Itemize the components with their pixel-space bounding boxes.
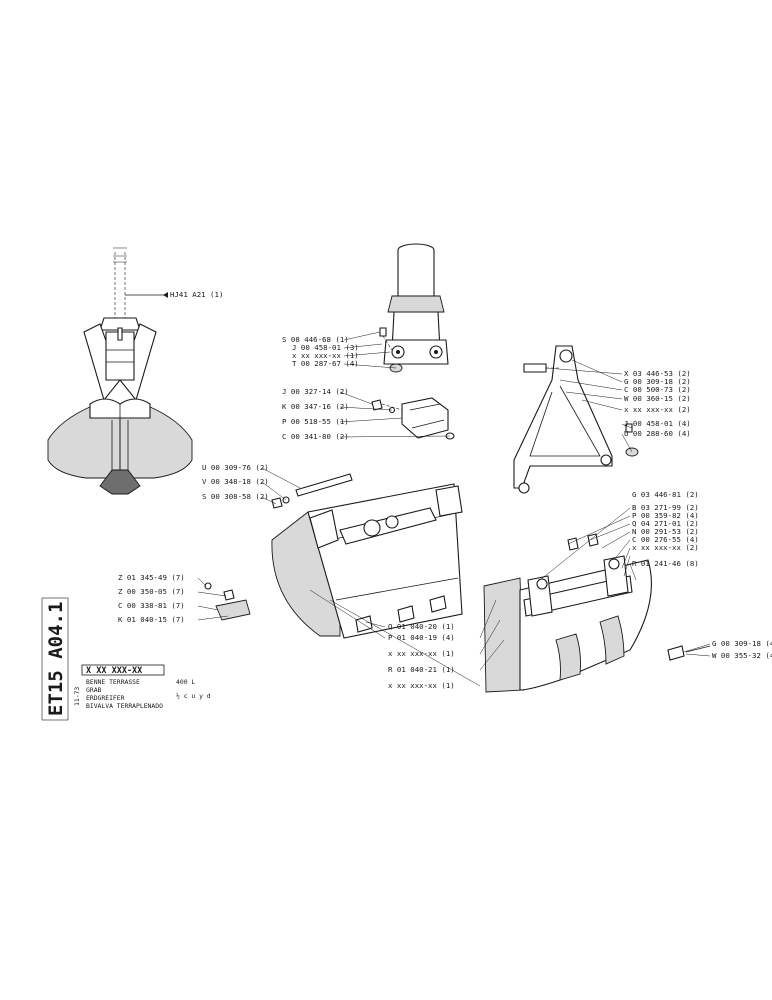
- label-bracket-3: C 00 341-80 (2): [282, 432, 349, 441]
- label-pin-2: S 00 308-58 (2): [202, 492, 269, 501]
- label-left-shell-4: x xx xxx-xx (1): [388, 681, 455, 690]
- label-right-shell-5: C 00 276-55 (4): [632, 535, 699, 544]
- label-swivel-1: J 00 458-01 (3): [292, 343, 359, 352]
- label-top-ref: HJ41 A21 (1): [170, 290, 223, 299]
- label-right-shell-6: x xx xxx-xx (2): [632, 543, 699, 552]
- label-bracket-0: J 00 327-14 (2): [282, 387, 349, 396]
- assembled-grab-illustration: [47, 247, 193, 495]
- label-right-shell-0: G 03 446-81 (2): [632, 490, 699, 499]
- part-labels: HJ41 A21 (1) S 08 446-68 (1) J 00 458-01…: [118, 290, 772, 690]
- swivel-head-illustration: [379, 243, 449, 373]
- label-right-shell-4: N 00 291-53 (2): [632, 527, 699, 536]
- label-bracket-2: P 00 518-55 (1): [282, 417, 349, 426]
- label-arm-3: W 00 360-15 (2): [624, 394, 691, 403]
- label-bolt-0: G 00 309-18 (4: [712, 639, 772, 648]
- label-right-shell-3: Q 04 271-01 (2): [632, 519, 699, 528]
- left-shell-illustration: [271, 483, 463, 639]
- title-block: ET15 A04.1 11-73 X XX XXX-XX BENNE TERRA…: [41, 597, 211, 721]
- product-name-es: BIVALVA TERRAPLENADO: [86, 702, 163, 710]
- label-arm-5: J 00 458-01 (4): [624, 419, 691, 428]
- label-swivel-3: T 00 287-67 (4): [292, 359, 359, 368]
- label-left-shell-1: P 01 040-19 (4): [388, 633, 455, 642]
- right-shell-illustration: [483, 533, 711, 693]
- label-swivel-2: x xx xxx-xx (1): [292, 351, 359, 360]
- label-tooth-1: Z 00 350-05 (7): [118, 587, 185, 596]
- product-name-fr: BENNE TERRASSE: [86, 678, 140, 686]
- label-tooth-0: Z 01 345-49 (7): [118, 573, 185, 582]
- drawing-date: 11-73: [73, 687, 81, 706]
- label-left-shell-0: Q 01 040-20 (1): [388, 622, 455, 631]
- label-left-shell-2: x xx xxx-xx (1): [388, 649, 455, 658]
- label-arm-2: C 00 500-73 (2): [624, 385, 691, 394]
- label-pin-1: V 00 348-18 (2): [202, 477, 269, 486]
- capacity-imperial: ½ c u y d: [176, 692, 211, 700]
- label-pin-0: U 00 309-76 (2): [202, 463, 269, 472]
- label-arm-1: G 00 309-18 (2): [624, 377, 691, 386]
- label-arm-6: U 00 288-60 (4): [624, 429, 691, 438]
- label-tooth-3: K 01 040-15 (7): [118, 615, 185, 624]
- label-right-shell-7: R 01 241-46 (8): [632, 559, 699, 568]
- label-bolt-1: W 00 355-32 (4: [712, 651, 772, 660]
- bracket-illustration: [371, 397, 455, 440]
- capacity-metric: 400 L: [176, 678, 195, 686]
- leader-lines: [197, 331, 711, 687]
- tooth-illustration: [204, 582, 251, 621]
- sheet-code: ET15 A04.1: [45, 602, 67, 716]
- label-arm-4: x xx xxx-xx (2): [624, 405, 691, 414]
- label-right-shell-2: P 00 359-82 (4): [632, 511, 699, 520]
- label-tooth-2: C 00 338-81 (7): [118, 601, 185, 610]
- product-name-de: ERDGREIFER: [86, 694, 125, 702]
- pin-illustration: [271, 473, 353, 509]
- label-right-shell-1: B 03 271-99 (2): [632, 503, 699, 512]
- label-swivel-0: S 08 446-68 (1): [282, 335, 349, 344]
- product-name-en: GRAB: [86, 686, 102, 694]
- label-bracket-1: K 00 347-16 (2): [282, 402, 349, 411]
- assembly-reference: X XX XXX-XX: [86, 666, 142, 676]
- label-left-shell-3: R 01 040-21 (1): [388, 665, 455, 674]
- label-arm-0: X 03 446-53 (2): [624, 369, 691, 378]
- arm-illustration: [513, 345, 639, 494]
